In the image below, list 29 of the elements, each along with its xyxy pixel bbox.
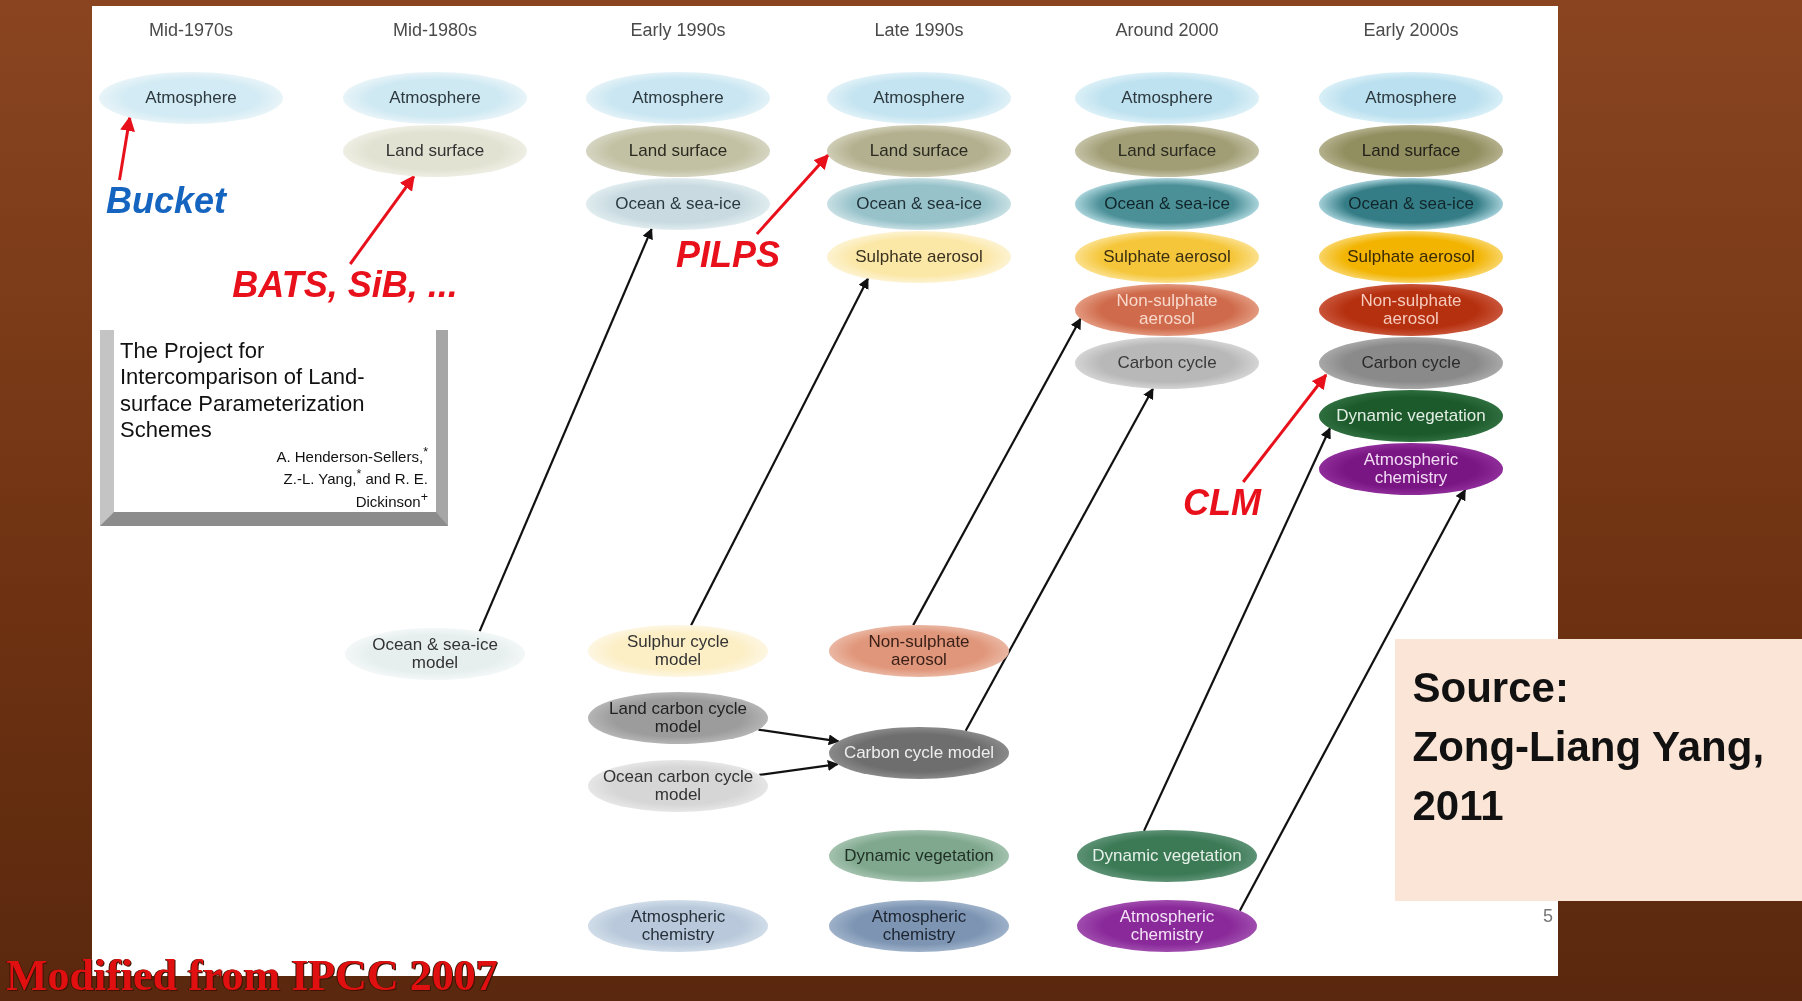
arrow [758, 728, 840, 746]
source-text: Zong-Liang Yang, 2011 [1412, 721, 1766, 831]
author-list: A. Henderson-Sellers,$^{*}$ Z.-L. Yang,$^{*}$ and R. E. Dickinson$^{+}$ [258, 443, 428, 512]
title-panel [100, 330, 448, 526]
period-heading: Around 2000 [1115, 20, 1219, 41]
arrow [118, 115, 135, 181]
arrow [1238, 489, 1467, 912]
arrow [964, 387, 1154, 732]
period-heading: Late 1990s [874, 20, 964, 41]
arrow [1143, 427, 1331, 832]
source-heading: Source: [1412, 663, 1570, 713]
callout-label: CLM [1174, 482, 1270, 524]
period-heading: Early 1990s [630, 20, 726, 41]
arrow [478, 227, 653, 632]
arrow [349, 175, 416, 265]
arrow [759, 760, 839, 776]
period-heading: Mid-1970s [149, 20, 233, 41]
period-heading: Early 2000s [1363, 20, 1459, 41]
period-heading: Mid-1980s [393, 20, 477, 41]
arrow [1242, 373, 1328, 483]
arrow [755, 154, 830, 235]
panel-title: The Project for Intercomparison of Land-surface Parameterization Schemes [120, 338, 366, 444]
page-number: 5 [1543, 906, 1553, 927]
callout-label: Bucket [96, 180, 236, 222]
arrow [690, 277, 869, 626]
callout-label: BATS, SiB, ... [195, 264, 495, 306]
source-panel [1394, 639, 1802, 901]
arrow [912, 317, 1082, 626]
callout-label: PILPS [663, 234, 793, 276]
